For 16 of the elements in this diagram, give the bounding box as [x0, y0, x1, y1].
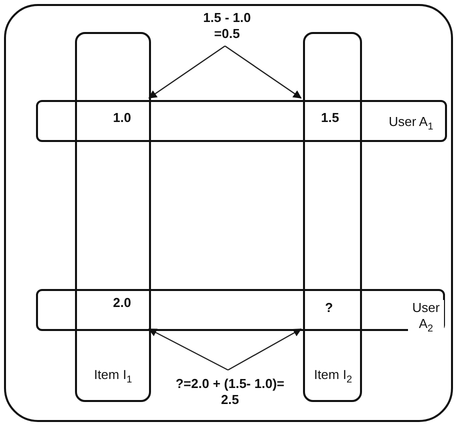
item-column	[75, 32, 151, 402]
rating-value: 1.5	[320, 109, 340, 127]
arrow	[148, 328, 228, 371]
arrow	[228, 328, 302, 371]
arrow	[224, 46, 302, 98]
formula-text: ?=2.0 + (1.5- 1.0)= 2.5	[174, 376, 286, 408]
arrow	[148, 46, 226, 98]
outer-frame	[4, 4, 453, 422]
user-row	[36, 100, 447, 142]
rating-value: 2.0	[112, 294, 132, 312]
rating-value: ?	[324, 299, 334, 317]
rating-value: 1.0	[112, 109, 132, 127]
item-label: Item I$_{2}$	[312, 367, 354, 388]
item-label: Item I$_{1}$	[92, 367, 134, 388]
formula-text: 1.5 - 1.0 =0.5	[202, 10, 252, 42]
item-column	[303, 32, 362, 402]
